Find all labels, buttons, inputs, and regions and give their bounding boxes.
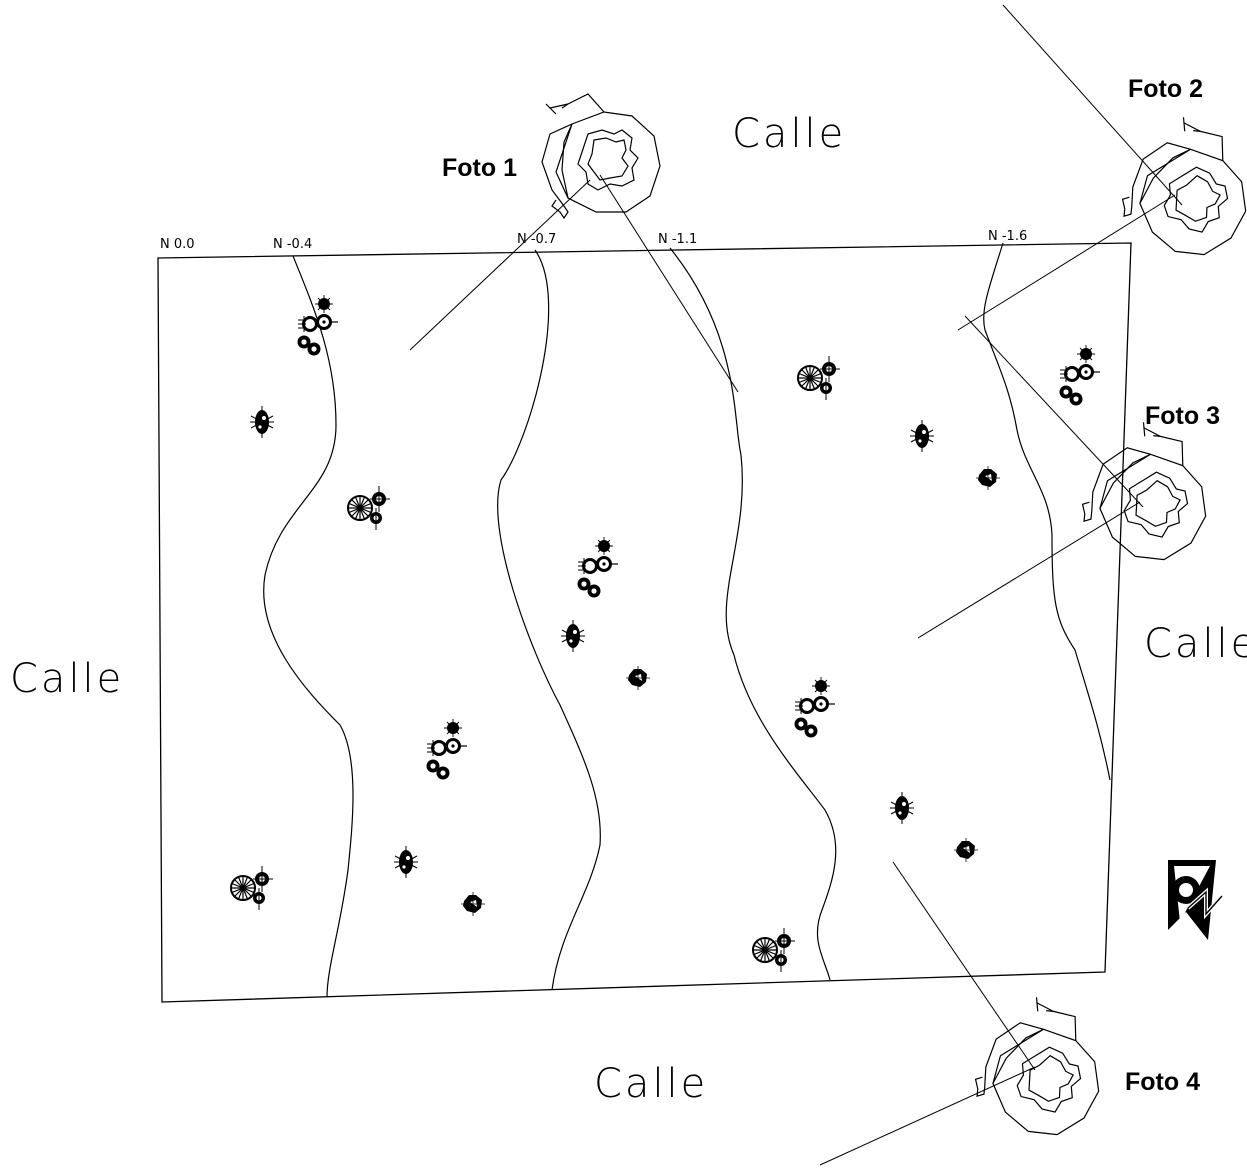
cactus: [889, 791, 915, 825]
level-label-4: N -1.6: [988, 229, 1027, 244]
level-label-1: N -0.4: [273, 237, 312, 252]
street-label-right: Calle: [1144, 621, 1247, 667]
plant-cluster: [425, 717, 469, 781]
contour-minus-1-1: [669, 247, 837, 981]
shrub: [975, 465, 1001, 491]
shrub: [625, 665, 651, 691]
cactus: [393, 845, 419, 879]
level-label-2: N -0.7: [517, 232, 556, 247]
shrub: [460, 891, 486, 917]
tree-wheel: [752, 927, 796, 973]
photo-label-4: Foto 4: [1125, 1068, 1200, 1096]
photo-viewpoint-3: [917, 315, 1238, 639]
tree-wheel: [230, 865, 274, 911]
level-label-0: N 0.0: [160, 237, 195, 252]
contour-minus-1-6: [983, 242, 1111, 781]
plant-cluster: [296, 293, 340, 357]
street-label-top: Calle: [732, 111, 846, 157]
cactus: [560, 619, 586, 653]
contour-minus-0-7: [497, 249, 601, 991]
photo-label-3: Foto 3: [1145, 402, 1220, 430]
plant-cluster: [576, 535, 620, 599]
photo-label-1: Foto 1: [442, 154, 517, 182]
contour-lines: [263, 242, 1111, 998]
photo-label-2: Foto 2: [1128, 75, 1203, 103]
plant-cluster: [793, 675, 837, 739]
plant-cluster: [1058, 343, 1102, 407]
street-label-left: Calle: [10, 656, 124, 702]
street-label-bottom: Calle: [594, 1061, 708, 1107]
tree-wheel: [347, 485, 391, 531]
vegetation: [230, 293, 1102, 973]
shrub: [953, 837, 979, 863]
photo-viewpoint-2: [957, 4, 1247, 331]
cactus: [249, 405, 275, 439]
site-boundary: [157, 242, 1132, 1003]
tree-wheel: [797, 355, 841, 401]
level-label-3: N -1.1: [658, 232, 697, 247]
photo-viewpoint-4: [819, 861, 1131, 1166]
photo-viewpoint-1: [409, 93, 739, 393]
cactus: [909, 419, 935, 453]
contour-minus-0-4: [263, 255, 354, 998]
north-arrow-icon: [1166, 858, 1224, 942]
